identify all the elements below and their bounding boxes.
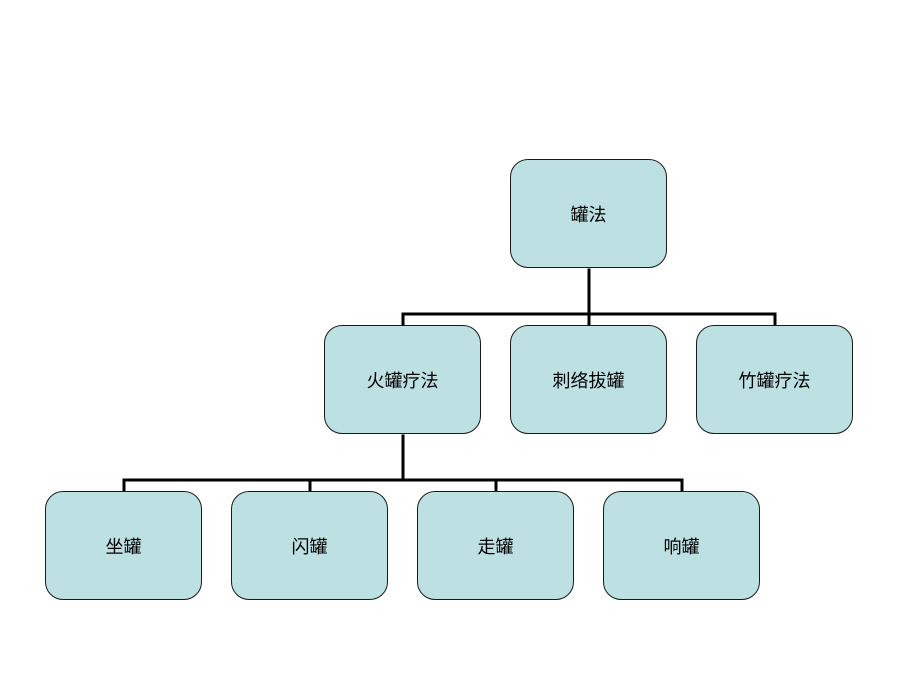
node-level1-bamboo-cupping: 竹罐疗法 (696, 325, 853, 434)
node-label: 闪罐 (291, 536, 328, 558)
node-label: 火罐疗法 (366, 370, 439, 392)
node-level1-fire-cupping: 火罐疗法 (324, 325, 481, 434)
node-label: 坐罐 (105, 536, 142, 558)
node-label: 刺络拔罐 (552, 370, 625, 392)
node-level1-bloodletting-cupping: 刺络拔罐 (510, 325, 667, 434)
node-label: 竹罐疗法 (738, 370, 811, 392)
node-label: 走罐 (477, 536, 514, 558)
node-level2-flash-cupping: 闪罐 (231, 491, 388, 600)
node-root-label: 罐法 (570, 204, 607, 226)
node-level2-retained-cupping: 坐罐 (45, 491, 202, 600)
node-level2-sounding-cupping: 响罐 (603, 491, 760, 600)
node-label: 响罐 (663, 536, 700, 558)
node-root: 罐法 (510, 159, 667, 268)
node-level2-moving-cupping: 走罐 (417, 491, 574, 600)
